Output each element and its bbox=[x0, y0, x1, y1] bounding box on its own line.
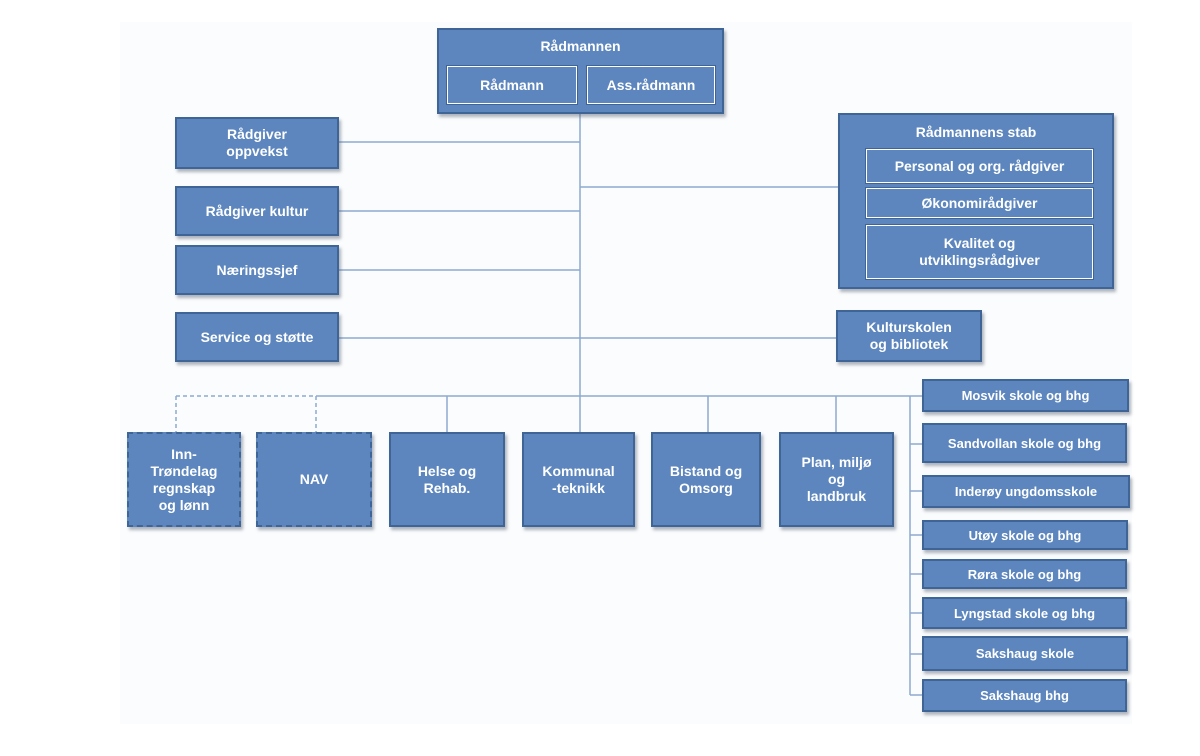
plan-miljo-box[interactable]: Plan, miljø og landbruk bbox=[779, 432, 894, 527]
radgiver-kultur-box[interactable]: Rådgiver kultur bbox=[175, 186, 339, 236]
stab-title: Rådmannens stab bbox=[915, 124, 1037, 140]
radmann-box[interactable]: Rådmann bbox=[446, 65, 578, 105]
helse-rehab-box[interactable]: Helse og Rehab. bbox=[389, 432, 505, 527]
school-lyngstad[interactable]: Lyngstad skole og bhg bbox=[922, 597, 1127, 629]
ass-radmann-box[interactable]: Ass.rådmann bbox=[586, 65, 716, 105]
radmannen-title: Rådmannen bbox=[540, 38, 621, 54]
regnskap-box[interactable]: Inn- Trøndelag regnskap og lønn bbox=[127, 432, 241, 527]
bistand-omsorg-box[interactable]: Bistand og Omsorg bbox=[651, 432, 761, 527]
naeringssjef-box[interactable]: Næringssjef bbox=[175, 245, 339, 295]
school-sandvollan[interactable]: Sandvollan skole og bhg bbox=[922, 423, 1127, 463]
radgiver-oppvekst-box[interactable]: Rådgiver oppvekst bbox=[175, 117, 339, 169]
personal-radgiver-box[interactable]: Personal og org. rådgiver bbox=[865, 148, 1094, 184]
kvalitet-radgiver-box[interactable]: Kvalitet og utviklingsrådgiver bbox=[865, 224, 1094, 280]
school-sakshaug-bhg[interactable]: Sakshaug bhg bbox=[922, 679, 1127, 712]
school-mosvik[interactable]: Mosvik skole og bhg bbox=[922, 379, 1129, 412]
nav-box[interactable]: NAV bbox=[256, 432, 372, 527]
school-rora[interactable]: Røra skole og bhg bbox=[922, 559, 1127, 589]
kommunalteknikk-box[interactable]: Kommunal -teknikk bbox=[522, 432, 635, 527]
school-utoy[interactable]: Utøy skole og bhg bbox=[922, 520, 1128, 550]
kulturskolen-box[interactable]: Kulturskolen og bibliotek bbox=[836, 310, 982, 362]
radmannen-box[interactable]: Rådmannen Rådmann Ass.rådmann bbox=[437, 28, 724, 114]
radmannens-stab-box[interactable]: Rådmannens stab Personal og org. rådgive… bbox=[838, 113, 1114, 289]
school-sakshaug-skole[interactable]: Sakshaug skole bbox=[922, 636, 1128, 671]
okonomiradgiver-box[interactable]: Økonomirådgiver bbox=[865, 187, 1094, 219]
service-og-stotte-box[interactable]: Service og støtte bbox=[175, 312, 339, 362]
school-inderoy-ungdom[interactable]: Inderøy ungdomsskole bbox=[922, 475, 1130, 508]
